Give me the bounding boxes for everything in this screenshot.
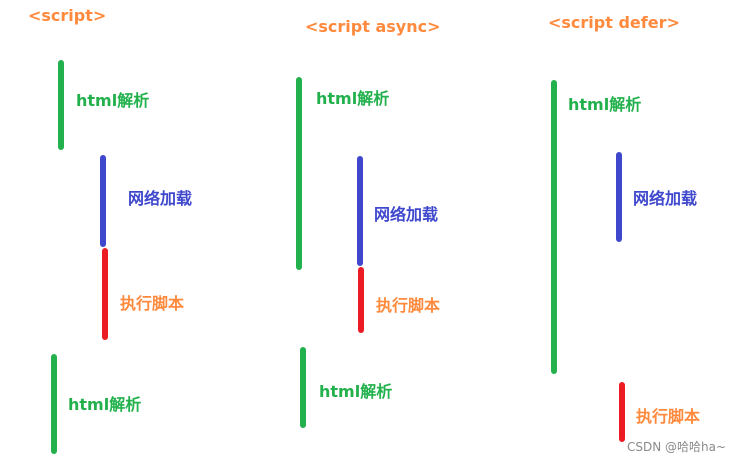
html-parse-bar: [51, 354, 57, 454]
html-parse-label: html解析: [319, 382, 393, 401]
network-load-bar: [616, 152, 622, 242]
html-parse-label: html解析: [68, 395, 142, 414]
html-parse-bar: [300, 347, 306, 428]
network-load-bar: [357, 156, 363, 266]
html-parse-label: html解析: [76, 91, 150, 110]
html-parse-bar: [551, 80, 557, 374]
html-parse-label: html解析: [568, 95, 642, 114]
network-load-label: 网络加载: [374, 205, 439, 224]
diagram-title: <script defer>: [548, 13, 680, 32]
html-parse-label: html解析: [316, 89, 390, 108]
network-load-label: 网络加载: [128, 189, 193, 208]
execute-script-bar: [619, 382, 625, 442]
execute-script-label: 执行脚本: [120, 294, 185, 313]
network-load-bar: [100, 155, 106, 247]
execute-script-bar: [358, 267, 364, 333]
network-load-label: 网络加载: [633, 189, 698, 208]
diagram-title: <script>: [28, 6, 107, 25]
diagram-title: <script async>: [305, 17, 441, 36]
execute-script-label: 执行脚本: [636, 407, 701, 426]
html-parse-bar: [296, 77, 302, 270]
watermark: CSDN @哈哈ha~: [626, 440, 726, 454]
execute-script-bar: [102, 248, 108, 340]
execute-script-label: 执行脚本: [376, 296, 441, 315]
html-parse-bar: [58, 60, 64, 150]
